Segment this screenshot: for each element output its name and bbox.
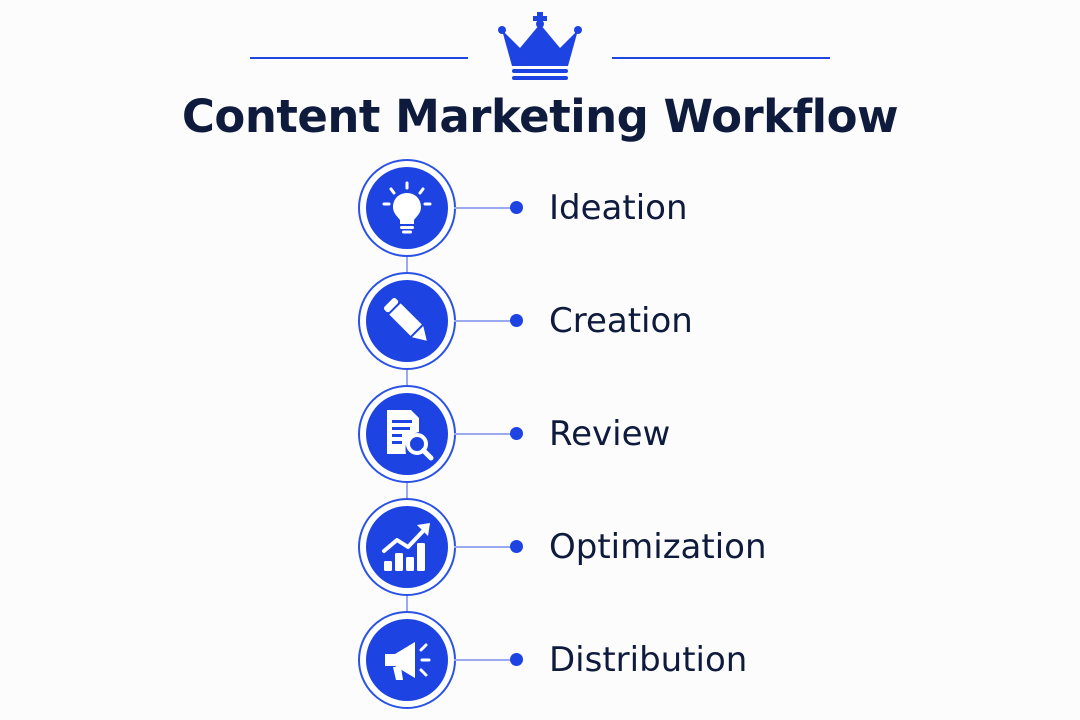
step-dot [510, 427, 523, 440]
step-badge [358, 159, 456, 257]
step-link [454, 320, 512, 322]
step-badge [358, 498, 456, 596]
step-label: Ideation [549, 188, 688, 228]
step-dot [510, 540, 523, 553]
step-ideation: Ideation [358, 159, 758, 257]
step-label: Distribution [549, 640, 748, 680]
step-review: Review [358, 385, 758, 483]
step-link [454, 659, 512, 661]
step-link [454, 546, 512, 548]
page-title: Content Marketing Workflow [181, 90, 899, 143]
step-distribution: Distribution [358, 611, 758, 709]
lightbulb-icon [382, 181, 432, 234]
megaphone-icon [385, 642, 431, 680]
header-rule-left [250, 57, 468, 59]
step-label: Review [549, 414, 671, 454]
step-link [454, 207, 512, 209]
step-badge [358, 611, 456, 709]
step-dot [510, 653, 523, 666]
document-search-icon [387, 410, 434, 461]
crown-icon [498, 12, 582, 80]
step-creation: Creation [358, 272, 758, 370]
step-link [454, 433, 512, 435]
step-badge [358, 272, 456, 370]
step-badge [358, 385, 456, 483]
pencil-icon [383, 297, 427, 341]
header-rule-right [612, 57, 830, 59]
step-dot [510, 201, 523, 214]
step-optimization: Optimization [358, 498, 767, 596]
step-label: Optimization [549, 527, 767, 567]
step-dot [510, 314, 523, 327]
step-label: Creation [549, 301, 693, 341]
growth-chart-icon [382, 523, 430, 571]
